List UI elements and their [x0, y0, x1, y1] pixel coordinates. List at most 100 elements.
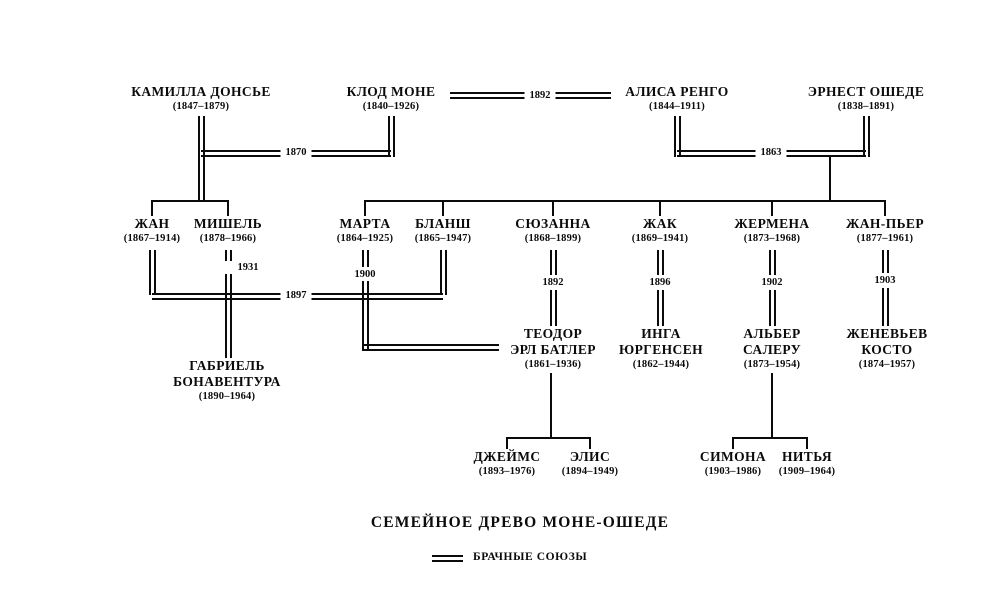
- sibling-bar-butler: [506, 437, 591, 439]
- marriage-line-alice-drop: [674, 116, 681, 157]
- sibling-bar-salerou: [732, 437, 808, 439]
- person-years: (1909–1964): [778, 466, 836, 477]
- descent-line-jeanpierre: [884, 200, 886, 216]
- person-gabrielle-bonaventure: ГАБРИЕЛЬ БОНАВЕНТУРА (1890–1964): [173, 358, 281, 403]
- marriage-year-jeanpierre-genevieve: 1903: [869, 274, 901, 287]
- person-name: СЮЗАННА: [515, 216, 591, 231]
- person-years: (1838–1891): [837, 101, 895, 112]
- marriage-line-suzanne-1: [550, 250, 557, 275]
- person-name: ГАБРИЕЛЬ: [189, 358, 265, 373]
- person-name: КАМИЛЛА ДОНСЬЕ: [131, 84, 271, 99]
- person-years: (1847–1879): [172, 101, 230, 112]
- descent-line-butler: [550, 373, 552, 437]
- person-years: (1869–1941): [631, 233, 689, 244]
- descent-line-marta: [364, 200, 366, 216]
- descent-line-jean: [151, 200, 153, 216]
- person-name: ЭРНЕСТ ОШЕДЕ: [807, 84, 925, 99]
- person-name: НИТЬЯ: [782, 449, 832, 464]
- person-name: ТЕОДОР: [523, 326, 583, 341]
- marriage-line-jacques-1: [657, 250, 664, 275]
- descent-line-simone: [732, 437, 734, 449]
- person-name: СИМОНА: [699, 449, 767, 464]
- marriage-line-ernest-drop: [863, 116, 870, 157]
- person-name-line2: КОСТО: [861, 342, 913, 357]
- legend-label: БРАЧНЫЕ СОЮЗЫ: [473, 551, 588, 563]
- person-name: АЛИСА РЕНГО: [625, 84, 729, 99]
- marriage-year-camille-claude: 1870: [280, 146, 312, 159]
- marriage-line-jeanpierre-2: [882, 288, 889, 326]
- person-name-line2: САЛЕРУ: [742, 342, 802, 357]
- marriage-line-marta-2: [362, 281, 369, 351]
- person-years: (1864–1925): [336, 233, 394, 244]
- descent-line-nitya: [806, 437, 808, 449]
- marriage-line-marta-theodore: [362, 344, 499, 351]
- marriage-year-michel-gabrielle: 1931: [232, 261, 264, 274]
- person-name: МАРТА: [339, 216, 391, 231]
- person-albert-salerou: АЛЬБЕР САЛЕРУ (1873–1954): [743, 326, 801, 371]
- marriage-line-michel-2: [225, 274, 232, 358]
- descent-line-suzanne: [552, 200, 554, 216]
- descent-line-germaine: [771, 200, 773, 216]
- descent-line-alis: [589, 437, 591, 449]
- sibling-bar-monet: [151, 200, 229, 202]
- person-name: ДЖЕЙМС: [473, 449, 541, 464]
- descent-line-jacques: [659, 200, 661, 216]
- marriage-line-suzanne-2: [550, 290, 557, 326]
- person-name: ЖАК: [642, 216, 678, 231]
- person-name: ИНГА: [641, 326, 681, 341]
- marriage-line-michel-1: [225, 250, 232, 261]
- person-years: (1874–1957): [858, 359, 916, 370]
- person-years: (1840–1926): [362, 101, 420, 112]
- person-james-butler: ДЖЕЙМС (1893–1976): [473, 449, 540, 478]
- marriage-line-camille-drop: [198, 116, 205, 202]
- person-simone-salerou: СИМОНА (1903–1986): [700, 449, 766, 478]
- person-jean-monet: ЖАН (1867–1914): [124, 216, 180, 245]
- person-years: (1844–1911): [649, 101, 705, 112]
- person-jean-pierre-hoschede: ЖАН-ПЬЕР (1877–1961): [846, 216, 924, 245]
- person-years: (1893–1976): [478, 466, 536, 477]
- marriage-line-blanche-drop: [440, 250, 447, 295]
- person-genevieve-kosto: ЖЕНЕВЬЕВ КОСТО (1874–1957): [847, 326, 928, 371]
- person-years: (1873–1954): [743, 359, 801, 370]
- person-marthe-hoschede: МАРТА (1864–1925): [337, 216, 393, 245]
- person-alice-raingo: АЛИСА РЕНГО (1844–1911): [625, 84, 728, 113]
- person-years: (1873–1968): [743, 233, 801, 244]
- person-theodore-earl-butler: ТЕОДОР ЭРЛ БАТЛЕР (1861–1936): [510, 326, 596, 371]
- legend-marriage-symbol: [432, 555, 463, 562]
- marriage-year-marta-theodore: 1900: [349, 268, 381, 281]
- marriage-line-jean-drop: [149, 250, 156, 295]
- person-years: (1868–1899): [524, 233, 582, 244]
- marriage-year-suzanne-theodore: 1892: [537, 276, 569, 289]
- person-claude-monet: КЛОД МОНЕ (1840–1926): [347, 84, 436, 113]
- person-inga-jorgensen: ИНГА ЮРГЕНСЕН (1862–1944): [619, 326, 703, 371]
- descent-line-james: [506, 437, 508, 449]
- person-ernest-hoschede: ЭРНЕСТ ОШЕДЕ (1838–1891): [808, 84, 924, 113]
- person-years: (1861–1936): [524, 359, 582, 370]
- person-name: ЖЕНЕВЬЕВ: [846, 326, 928, 341]
- marriage-line-jeanpierre-1: [882, 250, 889, 273]
- marriage-year-claude-alice: 1892: [524, 89, 556, 102]
- person-years: (1894–1949): [561, 466, 619, 477]
- person-name-line2: ЭРЛ БАТЛЕР: [510, 342, 596, 357]
- person-michel-monet: МИШЕЛЬ (1878–1966): [194, 216, 262, 245]
- person-name: ЭЛИС: [569, 449, 611, 464]
- person-camille-doncieux: КАМИЛЛА ДОНСЬЕ (1847–1879): [131, 84, 271, 113]
- person-germaine-hoschede: ЖЕРМЕНА (1873–1968): [734, 216, 809, 245]
- person-blanche-hoschede: БЛАНШ (1865–1947): [415, 216, 471, 245]
- descent-line-michel: [227, 200, 229, 216]
- person-nitya-salerou: НИТЬЯ (1909–1964): [779, 449, 835, 478]
- marriage-line-germaine-2: [769, 290, 776, 326]
- person-jacques-hoschede: ЖАК (1869–1941): [632, 216, 688, 245]
- descent-line-blanche: [442, 200, 444, 216]
- person-name-line2: БОНАВЕНТУРА: [173, 374, 281, 389]
- person-years: (1862–1944): [632, 359, 690, 370]
- person-years: (1878–1966): [199, 233, 257, 244]
- person-years: (1890–1964): [198, 391, 256, 402]
- diagram-title: СЕМЕЙНОЕ ДРЕВО МОНЕ-ОШЕДЕ: [370, 514, 670, 531]
- marriage-year-jacques-inga: 1896: [644, 276, 676, 289]
- person-alis-butler: ЭЛИС (1894–1949): [562, 449, 618, 478]
- marriage-line-marta-1: [362, 250, 369, 267]
- marriage-line-germaine-1: [769, 250, 776, 275]
- descent-line-salerou: [771, 373, 773, 437]
